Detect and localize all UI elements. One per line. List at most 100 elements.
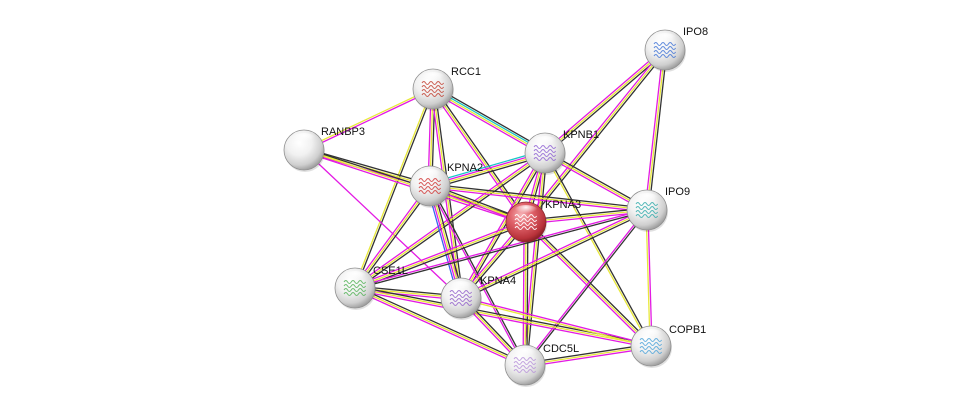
structure-strand [418, 190, 442, 194]
node-label: KPNA3 [545, 199, 581, 211]
edge-kpnb1-cdc5l[interactable] [522, 152, 548, 366]
node-label: IPO8 [683, 26, 708, 38]
edge-evidence-db [647, 209, 653, 346]
edge-kpnb1-copb1[interactable] [543, 152, 653, 347]
edge-evidence-exp [543, 153, 651, 347]
edge-evidence-coexp [304, 147, 431, 185]
edge-evidence-db [353, 289, 525, 368]
edge-ipo8-ipo9[interactable] [644, 49, 668, 211]
edge-ranbp3-kpna4[interactable] [303, 149, 462, 299]
edge-kpna4-copb1[interactable] [460, 296, 652, 348]
node-kpna4[interactable]: KPNA4 [440, 275, 516, 320]
edge-evidence-db [303, 149, 462, 299]
structure-strand [449, 302, 473, 306]
node-label: IPO9 [665, 186, 690, 198]
edge-kpna2-cse1l[interactable] [352, 184, 433, 290]
node-highlight [418, 169, 442, 181]
structure-strand [635, 210, 659, 214]
structure-strand [418, 182, 442, 186]
edge-evidence-coexp [526, 220, 653, 346]
edge-ipo8-kpnb1[interactable] [543, 48, 667, 155]
node-cse1l[interactable]: CSE1L [334, 265, 408, 310]
node-kpnb1[interactable]: KPNB1 [524, 129, 599, 175]
edge-evidence-exp [646, 49, 666, 211]
edge-evidence-coexp [526, 50, 667, 224]
edge-ipo9-cse1l[interactable] [354, 208, 648, 290]
edge-evidence-coexp [356, 186, 433, 290]
edge-evidence-coexp [434, 85, 547, 152]
structure-strand [635, 214, 659, 218]
edge-evidence-coexp [355, 210, 648, 290]
structure-strand [639, 342, 663, 346]
edge-cse1l-cdc5l[interactable] [353, 285, 527, 368]
structure-strand [421, 85, 445, 89]
edge-evidence-coexp [355, 154, 547, 291]
edge-ipo9-cdc5l[interactable] [523, 209, 649, 366]
node-label: COPB1 [669, 324, 706, 336]
edge-evidence-db [354, 208, 647, 288]
structure-strand [533, 153, 557, 157]
edge-evidence-coexp [526, 222, 529, 366]
node-ranbp3[interactable]: RANBP3 [283, 126, 365, 172]
edge-rcc1-kpnb1[interactable] [431, 85, 547, 157]
edge-ipo9-copb1[interactable] [645, 209, 653, 347]
edge-evidence-db [522, 152, 544, 365]
edge-evidence-exp [460, 209, 648, 299]
structure-strand [421, 89, 445, 93]
structure-strand [418, 186, 442, 190]
structure-strand [514, 218, 538, 222]
node-highlight [533, 136, 557, 148]
node-highlight [653, 33, 677, 45]
edge-cdc5l-copb1[interactable] [524, 343, 652, 368]
edge-evidence-db [525, 347, 652, 368]
structure-strand [533, 149, 557, 153]
node-label: KPNB1 [563, 129, 599, 141]
node-cdc5l[interactable]: CDC5L [504, 343, 579, 387]
node-label: RCC1 [451, 66, 481, 78]
node-highlight [635, 193, 659, 205]
edge-evidence-db [430, 89, 525, 224]
node-ipo9[interactable]: IPO9 [626, 186, 690, 232]
edge-rcc1-cse1l[interactable] [353, 88, 435, 289]
edge-evidence-exp [460, 298, 651, 348]
node-kpna2[interactable]: KPNA2 [409, 162, 483, 208]
structure-strand [653, 46, 677, 50]
node-kpna3[interactable]: KPNA3 [505, 199, 581, 244]
edge-evidence-exp [524, 221, 527, 366]
edge-evidence-db [543, 48, 665, 153]
edge-evidence-db [459, 207, 647, 297]
structure-strand [421, 93, 445, 97]
node-highlight [513, 348, 537, 360]
edge-evidence-exp [525, 49, 666, 223]
structure-strand [343, 288, 367, 292]
protein-structure-icon [653, 42, 677, 58]
edge-evidence-coexp [545, 50, 667, 155]
node-highlight [292, 133, 316, 145]
structure-strand [635, 206, 659, 210]
structure-strand [513, 369, 537, 373]
edge-ipo9-kpna4[interactable] [459, 207, 649, 301]
edge-evidence-exp [432, 88, 527, 223]
node-rcc1[interactable]: RCC1 [412, 66, 481, 111]
edge-evidence-exp [354, 287, 652, 347]
edge-rcc1-ranbp3[interactable] [303, 87, 434, 152]
structure-strand [514, 222, 538, 226]
edge-evidence-exp [354, 221, 527, 289]
node-label: KPNA2 [447, 162, 483, 174]
edge-ipo8-kpna3[interactable] [524, 48, 667, 224]
structure-strand [639, 350, 663, 354]
structure-strand [343, 284, 367, 288]
edge-rcc1-kpna3[interactable] [430, 87, 529, 224]
edge-evidence-db [523, 209, 647, 365]
edge-evidence-db [431, 90, 544, 157]
node-copb1[interactable]: COPB1 [630, 324, 706, 368]
edge-evidence-db [644, 49, 664, 210]
edge-evidence-exp [354, 185, 431, 289]
edge-evidence-exp [524, 345, 652, 366]
edge-kpna2-ipo9[interactable] [429, 183, 648, 213]
edge-kpna3-cdc5l[interactable] [522, 221, 529, 366]
structure-strand [513, 365, 537, 369]
node-ipo8[interactable]: IPO8 [644, 26, 708, 72]
